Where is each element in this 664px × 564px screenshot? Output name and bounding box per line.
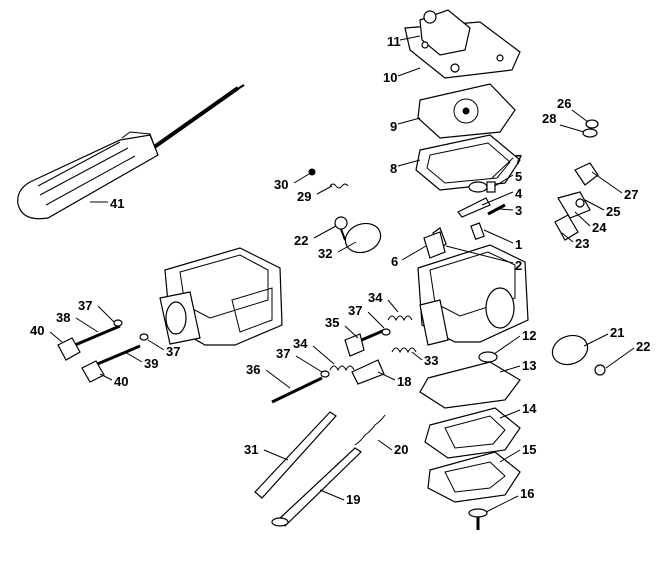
callout-27: 27 [624, 187, 638, 202]
callout-41: 41 [110, 196, 124, 211]
callout-20: 20 [394, 442, 408, 457]
cap [423, 231, 446, 259]
callout-36: 36 [246, 362, 260, 377]
callout-32: 32 [318, 246, 332, 261]
shafts [254, 411, 386, 527]
carburetor-body-left [159, 247, 283, 346]
carburetor-cover [404, 9, 521, 79]
callout-34-top: 34 [368, 290, 383, 305]
callout-24: 24 [592, 220, 607, 235]
callout-12: 12 [522, 328, 536, 343]
callout-37-left-bottom: 37 [166, 344, 180, 359]
callout-1: 1 [515, 237, 522, 252]
callout-16: 16 [520, 486, 534, 501]
callout-14: 14 [522, 401, 537, 416]
callout-26: 26 [557, 96, 571, 111]
callout-29: 29 [297, 189, 311, 204]
adjusting-screws-center [271, 315, 417, 404]
callout-11: 11 [387, 34, 401, 49]
callout-4: 4 [515, 186, 523, 201]
callout-15: 15 [522, 442, 536, 457]
callout-37-center-top: 37 [348, 303, 362, 318]
callout-6: 6 [391, 254, 398, 269]
callout-37-left-top: 37 [78, 298, 92, 313]
screwdriver [17, 84, 245, 220]
metering-stack [419, 351, 521, 530]
fittings-right [554, 119, 599, 241]
callout-37-center-bottom: 37 [276, 346, 290, 361]
adjusting-screws-left [57, 319, 149, 383]
callout-22-right: 22 [636, 339, 650, 354]
pump-diaphragm [417, 83, 516, 139]
callout-2: 2 [515, 258, 522, 273]
callout-39: 39 [144, 356, 158, 371]
carburetor-body-right [417, 244, 529, 346]
callout-35: 35 [325, 315, 339, 330]
callout-25: 25 [606, 204, 620, 219]
callout-28: 28 [542, 111, 556, 126]
spring-and-ball [308, 168, 349, 189]
callout-18: 18 [397, 374, 411, 389]
callout-40-bottom: 40 [114, 374, 128, 389]
small-parts-right [432, 181, 506, 252]
callout-34-bottom: 34 [293, 336, 308, 351]
callout-9: 9 [390, 119, 397, 134]
callout-13: 13 [522, 358, 536, 373]
callout-33: 33 [424, 353, 438, 368]
callout-3: 3 [515, 203, 522, 218]
callout-8: 8 [390, 161, 397, 176]
callout-30: 30 [274, 177, 288, 192]
callouts: 11 10 9 8 7 5 4 3 1 2 26 28 27 25 24 23 … [30, 34, 650, 513]
callout-7: 7 [515, 152, 522, 167]
callout-40-top: 40 [30, 323, 44, 338]
callout-31: 31 [244, 442, 258, 457]
callout-5: 5 [515, 169, 522, 184]
throttle-plate [334, 216, 382, 254]
callout-21: 21 [610, 325, 624, 340]
callout-19: 19 [346, 492, 360, 507]
callout-23: 23 [575, 236, 589, 251]
callout-38: 38 [56, 310, 70, 325]
callout-22-top: 22 [294, 233, 308, 248]
callout-10: 10 [383, 70, 397, 85]
pump-gasket [415, 134, 521, 191]
choke-plate [551, 334, 606, 376]
